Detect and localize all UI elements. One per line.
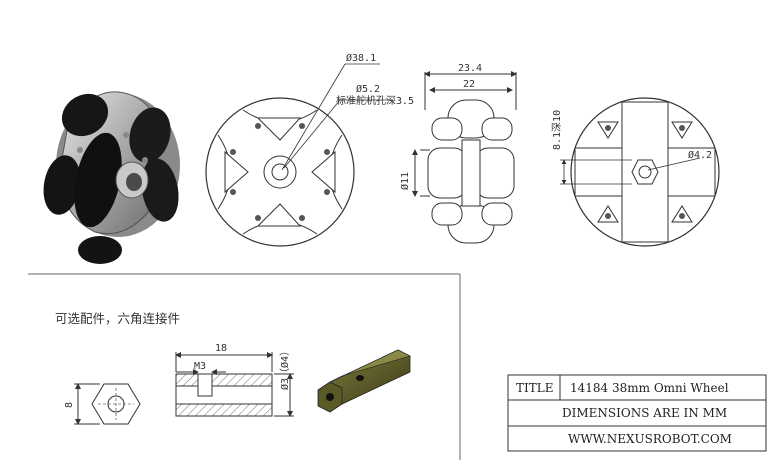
- bore-diameter-label: Ø5.2: [356, 83, 380, 95]
- overall-width-label: 23.4: [458, 63, 482, 74]
- rear-view: [560, 97, 720, 247]
- hex-width-label: 8: [64, 402, 75, 408]
- hub-diameter-label: Ø11: [399, 172, 411, 190]
- hub-width-label: 22: [463, 79, 475, 90]
- website-label: WWW.NEXUSROBOT.COM: [568, 432, 732, 446]
- hex-connector-3d-render: [317, 349, 411, 413]
- thread-label: M3: [194, 361, 206, 372]
- title-label: TITLE: [516, 381, 553, 395]
- hex-depth-label: 8.1深10: [551, 110, 563, 150]
- length-label: 18: [215, 343, 227, 354]
- optional-parts-heading: 可选配件，六角连接件: [55, 311, 180, 326]
- omni-wheel-3d-render: [43, 91, 180, 264]
- outer-diameter-label: Ø38.1: [346, 52, 376, 64]
- hole-diameter-label: Ø3（Ø4）: [279, 346, 291, 390]
- hex-bore-label: Ø4.2: [688, 149, 712, 161]
- title-value: 14184 38mm Omni Wheel: [570, 381, 729, 395]
- hex-connector-end-view: [74, 383, 141, 425]
- dimensions-note: DIMENSIONS ARE IN MM: [562, 406, 727, 420]
- title-block: [507, 374, 767, 452]
- front-view: [205, 63, 392, 247]
- side-view: [412, 71, 517, 244]
- hex-connector-section-view: [175, 352, 294, 417]
- servo-hole-note: 标准舵机孔深3.5: [336, 94, 414, 107]
